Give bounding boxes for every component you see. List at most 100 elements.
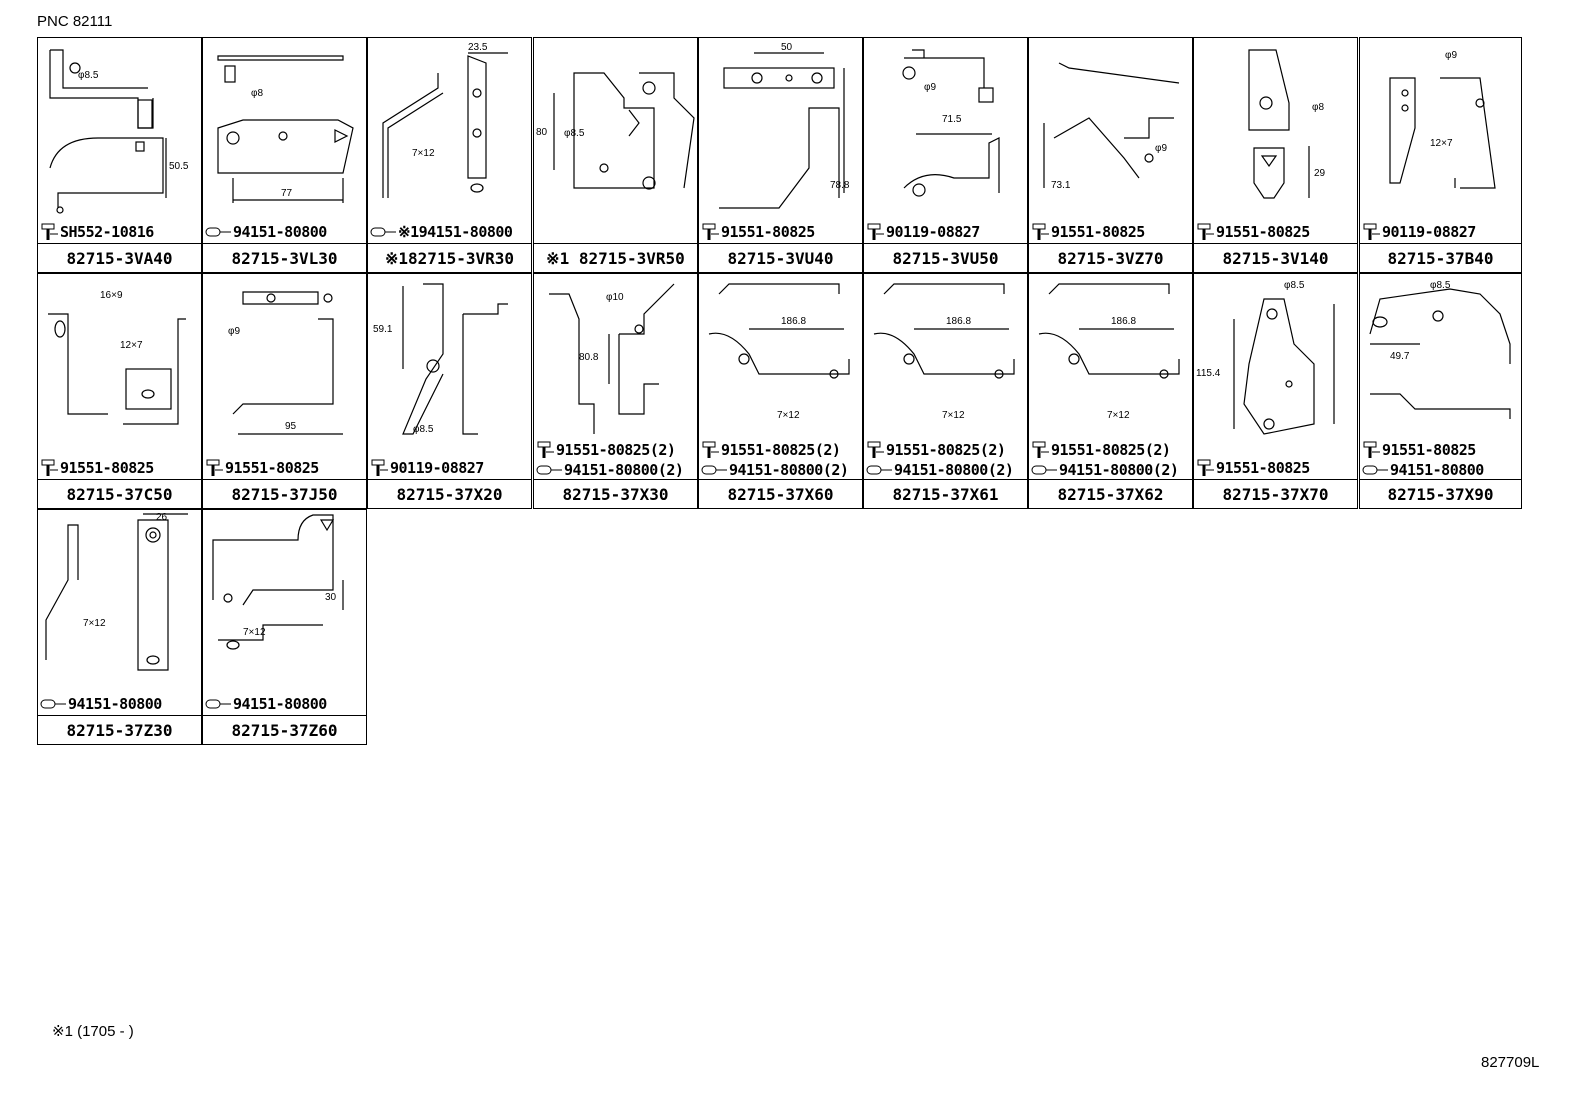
- dimension-label: 29: [1314, 168, 1326, 179]
- fastener-callout: 91551-80825: [1196, 458, 1357, 478]
- part-number: 82715-37X20: [368, 479, 531, 508]
- dimension-label: 186.8: [1111, 316, 1136, 327]
- fastener-callout: 94151-80800: [40, 694, 201, 714]
- bolt-icon: [1032, 441, 1049, 458]
- fastener-callout: 94151-80800(2): [1031, 460, 1192, 480]
- bolt-icon: [1197, 223, 1214, 240]
- dimension-label: 7×12: [777, 410, 800, 421]
- fastener-callout: 91551-80825: [1362, 440, 1523, 460]
- dimension-label: 7×12: [412, 148, 435, 159]
- dimension-label: 50.5: [169, 161, 189, 172]
- pnc-header: PNC 82111: [37, 13, 113, 30]
- fastener-callout: 94151-80800: [205, 694, 366, 714]
- part-number: ※182715-3VR30: [368, 243, 531, 272]
- dimension-label: 80: [536, 127, 548, 138]
- fastener-callout: 94151-80800(2): [866, 460, 1027, 480]
- fastener-callout: 90119-08827: [1362, 222, 1523, 242]
- dimension-label: 7×12: [942, 410, 965, 421]
- clip-icon: [205, 699, 231, 709]
- fastener-code: 91551-80825: [1216, 223, 1310, 241]
- dimension-label: φ9: [228, 326, 240, 337]
- clip-icon: [1362, 465, 1388, 475]
- fastener-callout: 91551-80825: [1196, 222, 1357, 242]
- dimension-label: 80.8: [579, 352, 599, 363]
- fastener-code: 90119-08827: [886, 223, 980, 241]
- fastener-callout: 94151-80800: [205, 222, 366, 242]
- fastener-code: 91551-80825(2): [886, 441, 1006, 459]
- fastener-callout: 91551-80825: [205, 458, 366, 478]
- fastener-code: 91551-80825: [225, 459, 319, 477]
- part-drawing: φ9 73.1: [1029, 38, 1192, 244]
- bolt-icon: [537, 441, 554, 458]
- bolt-icon: [867, 223, 884, 240]
- fastener-code: 91551-80825(2): [556, 441, 676, 459]
- dimension-label: 77: [281, 188, 293, 199]
- part-number: 82715-37X62: [1029, 479, 1192, 508]
- dimension-label: 30: [325, 592, 337, 603]
- clip-icon: [370, 227, 396, 237]
- footnote: ※1 (1705 - ): [52, 1023, 134, 1040]
- dimension-label: 73.1: [1051, 180, 1071, 191]
- part-drawing: 30 7×12: [203, 510, 366, 716]
- bolt-icon: [41, 459, 58, 476]
- fastener-callout: 91551-80825: [1031, 222, 1192, 242]
- fastener-callout: 91551-80825(2): [1031, 440, 1192, 460]
- part-number: 82715-3VU40: [699, 243, 862, 272]
- dimension-label: 26: [156, 512, 168, 523]
- dimension-label: φ9: [1155, 143, 1167, 154]
- fastener-callout: 90119-08827: [866, 222, 1027, 242]
- dimension-label: 7×12: [243, 627, 266, 638]
- fastener-callout: SH552-10816: [40, 222, 201, 242]
- part-number: 82715-37X70: [1194, 479, 1357, 508]
- fastener-callout: ※194151-80800: [370, 222, 531, 242]
- part-number: 82715-37Z60: [203, 715, 366, 744]
- part-drawing: 16×9 12×7: [38, 274, 201, 480]
- fastener-callout: 94151-80800: [1362, 460, 1523, 480]
- fastener-callout: 90119-08827: [370, 458, 531, 478]
- fastener-code: 91551-80825(2): [721, 441, 841, 459]
- fastener-code: 91551-80825: [60, 459, 154, 477]
- part-number: 82715-37X90: [1360, 479, 1521, 508]
- bolt-icon: [867, 441, 884, 458]
- part-number: 82715-37X30: [534, 479, 697, 508]
- dimension-label: φ9: [1445, 50, 1457, 61]
- part-number: 82715-37X61: [864, 479, 1027, 508]
- fastener-code: 94151-80800(2): [729, 461, 849, 479]
- fastener-code: 94151-80800: [68, 695, 162, 713]
- dimension-label: 16×9: [100, 290, 123, 301]
- part-number: 82715-3VA40: [38, 243, 201, 272]
- part-number: 82715-37J50: [203, 479, 366, 508]
- dimension-label: 50: [781, 42, 793, 53]
- dimension-label: 49.7: [1390, 351, 1410, 362]
- fastener-code: 91551-80825: [1382, 441, 1476, 459]
- bolt-icon: [702, 441, 719, 458]
- clip-icon: [205, 227, 231, 237]
- dimension-label: 12×7: [120, 340, 143, 351]
- fastener-code: 94151-80800: [1390, 461, 1484, 479]
- fastener-code: 91551-80825(2): [1051, 441, 1171, 459]
